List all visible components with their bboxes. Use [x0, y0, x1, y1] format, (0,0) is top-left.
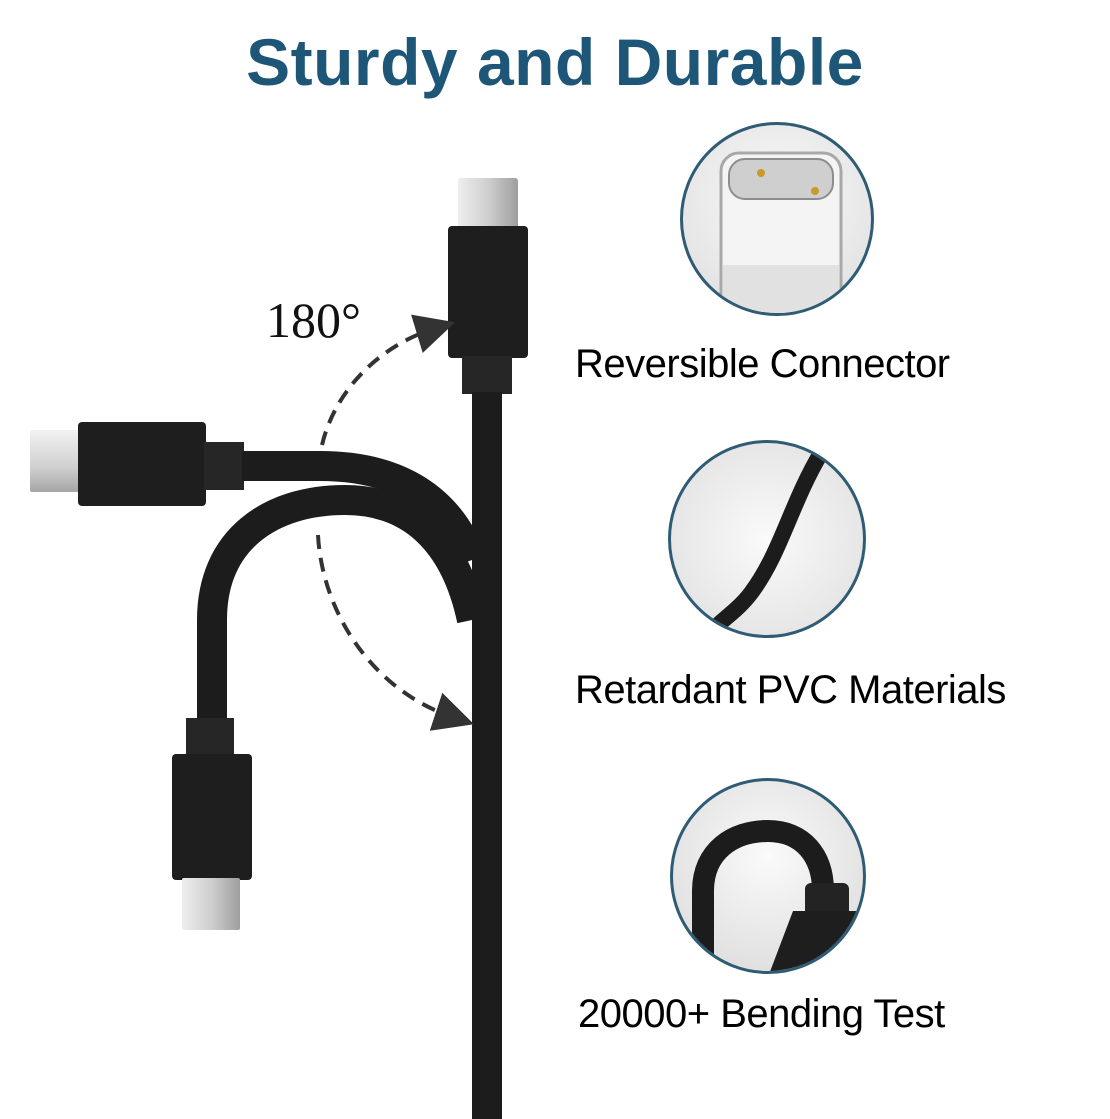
- rotation-arrow-up: [320, 314, 456, 446]
- rotation-arrow-down: [316, 534, 474, 731]
- bending-test-icon: [670, 778, 866, 974]
- pvc-cable-icon: [668, 440, 866, 638]
- feature-label-bending-test: 20000+ Bending Test: [578, 992, 945, 1036]
- horizontal-usb-c-cable: [30, 422, 487, 566]
- vertical-usb-c-cable: [448, 178, 528, 1119]
- looped-usb-c-cable: [172, 484, 487, 930]
- feature-label-pvc-materials: Retardant PVC Materials: [575, 668, 1006, 712]
- reversible-connector-icon: [680, 122, 874, 316]
- page-title: Sturdy and Durable: [246, 25, 864, 99]
- bend-angle-label: 180°: [266, 292, 361, 348]
- feature-label-reversible-connector: Reversible Connector: [575, 342, 950, 386]
